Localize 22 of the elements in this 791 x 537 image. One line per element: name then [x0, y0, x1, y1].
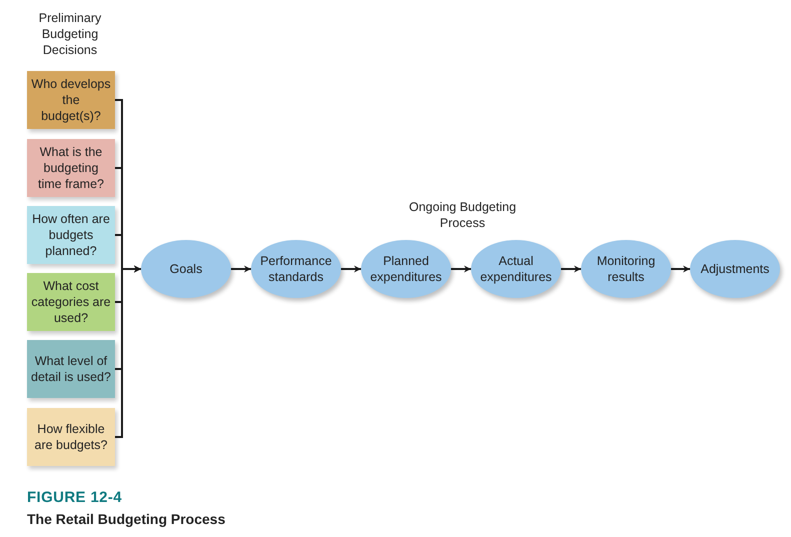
- arrow: [451, 266, 471, 272]
- arrow: [341, 266, 361, 272]
- figure-number: FIGURE 12-4: [27, 488, 123, 508]
- question-box: How often are budgets planned?: [27, 206, 115, 264]
- question-box: What level of detail is used?: [27, 340, 115, 398]
- process-oval: Monitoring results: [581, 240, 671, 298]
- arrow: [231, 266, 251, 272]
- process-oval: Planned expenditures: [361, 240, 451, 298]
- figure-caption: The Retail Budgeting Process: [27, 510, 226, 529]
- question-box: Who develops the budget(s)?: [27, 71, 115, 129]
- question-box: How flexible are budgets?: [27, 408, 115, 466]
- process-oval: Actual expenditures: [471, 240, 561, 298]
- section-heading: Preliminary Budgeting Decisions: [38, 10, 102, 58]
- question-box: What cost categories are used?: [27, 273, 115, 331]
- arrow: [561, 266, 581, 272]
- process-oval: Goals: [141, 240, 231, 298]
- process-oval: Performance standards: [251, 240, 341, 298]
- arrow: [671, 266, 690, 272]
- question-box: What is the budgeting time frame?: [27, 139, 115, 197]
- section-heading: Ongoing Budgeting Process: [408, 199, 518, 231]
- arrow: [115, 266, 141, 438]
- process-oval: Adjustments: [690, 240, 780, 298]
